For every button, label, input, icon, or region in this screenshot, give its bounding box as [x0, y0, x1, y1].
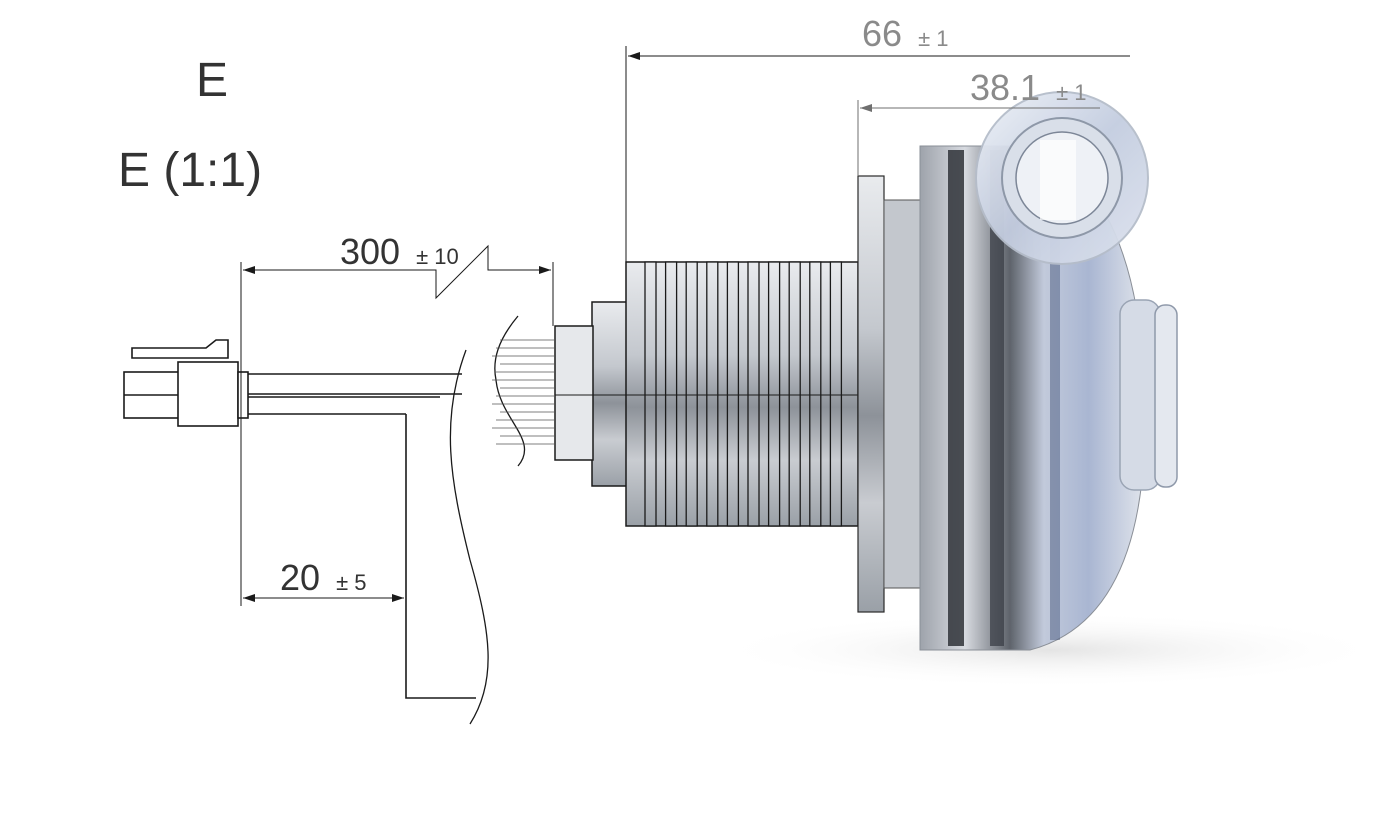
break-lines	[449, 315, 555, 725]
product-shadow	[710, 612, 1390, 688]
section-caption: E (1:1)	[118, 144, 262, 197]
cable-length-value: 300	[340, 231, 400, 272]
svg-text:66 ± 1: 66 ± 1	[862, 13, 948, 54]
svg-text:20 ± 5: 20 ± 5	[280, 557, 366, 598]
heatsink-fins	[644, 261, 843, 527]
svg-text:300 ± 10: 300 ± 10	[340, 231, 459, 272]
heatsink-fin	[726, 261, 740, 527]
heatsink-fin	[809, 261, 822, 527]
section-letter: E	[196, 54, 228, 107]
strip-length-tolerance: ± 5	[336, 570, 366, 595]
cable-strands	[492, 339, 555, 445]
overall-length-value: 66	[862, 13, 902, 54]
heatsink-fin	[644, 261, 657, 527]
flange-length-tolerance: ± 1	[1056, 80, 1086, 105]
heatsink-fin	[685, 261, 698, 527]
pump-housing	[919, 145, 1146, 651]
heatsink-fin	[767, 261, 781, 527]
cable-length-tolerance: ± 10	[416, 244, 459, 269]
svg-text:38.1 ± 1: 38.1 ± 1	[970, 67, 1087, 108]
dimension-strip-length: 20 ± 5	[243, 557, 404, 602]
dimension-overall: 66 ± 1	[625, 13, 1130, 262]
heatsink	[554, 261, 890, 527]
heatsink-fin	[747, 261, 760, 527]
heatsink-fin	[829, 261, 843, 527]
overall-length-tolerance: ± 1	[918, 26, 948, 51]
flange-length-value: 38.1	[970, 67, 1040, 108]
dimension-flange: 38.1 ± 1	[857, 67, 1100, 176]
cable-wires	[248, 373, 476, 699]
dimension-cable-length: 300 ± 10	[240, 231, 554, 606]
connector	[123, 339, 249, 427]
strip-length-value: 20	[280, 557, 320, 598]
heatsink-fin	[664, 261, 678, 527]
heatsink-fin	[706, 261, 719, 527]
inlet-port	[975, 91, 1149, 265]
heatsink-fin	[788, 261, 801, 527]
outlet-port	[1119, 299, 1178, 491]
mounting-flange	[857, 175, 925, 613]
